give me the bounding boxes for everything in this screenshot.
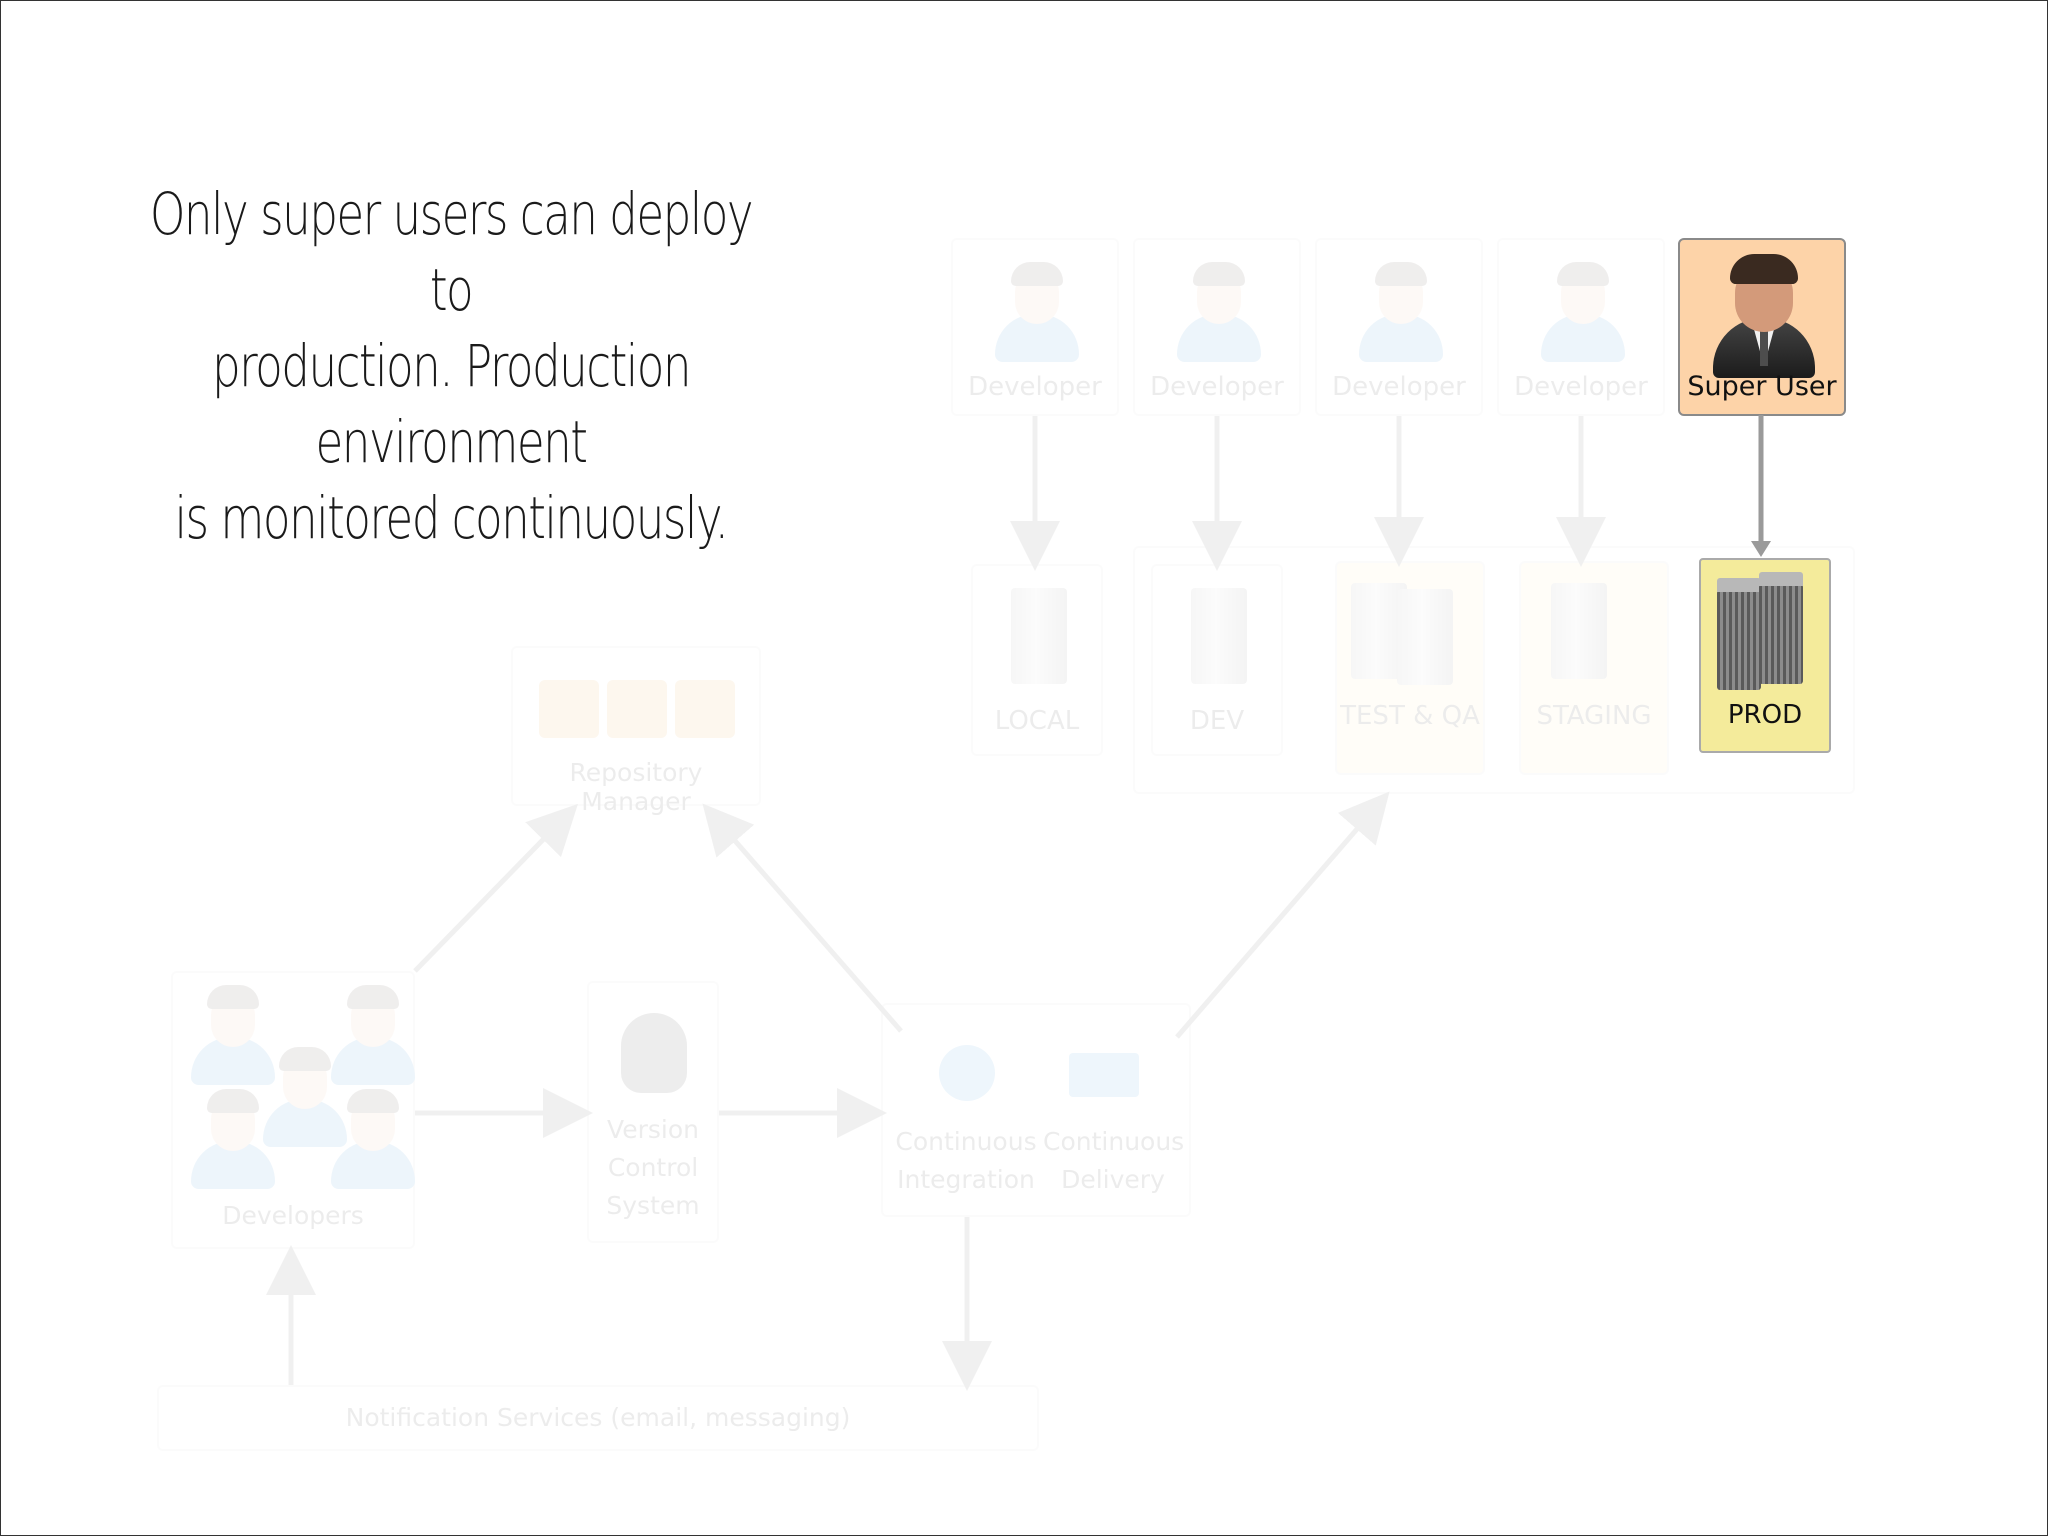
developer-box-1: Developer bbox=[951, 238, 1119, 416]
env-label: STAGING bbox=[1536, 701, 1652, 731]
delivery-truck-icon bbox=[1069, 1053, 1139, 1097]
ci-label-line: Integration bbox=[897, 1165, 1035, 1194]
developer-icon bbox=[183, 985, 283, 1085]
server-icon bbox=[1717, 578, 1761, 690]
developer-icon bbox=[323, 1089, 423, 1189]
developer-label: Developer bbox=[1150, 372, 1284, 402]
server-icon bbox=[1011, 588, 1067, 684]
developer-icon bbox=[1169, 262, 1269, 362]
super-user-icon bbox=[1680, 240, 1844, 380]
server-icon bbox=[1191, 588, 1247, 684]
super-user-box: Super User bbox=[1678, 238, 1846, 416]
developer-box-2: Developer bbox=[1133, 238, 1301, 416]
developer-icon bbox=[183, 1089, 283, 1189]
super-user-label: Super User bbox=[1687, 371, 1837, 402]
prod-label: PROD bbox=[1727, 700, 1803, 730]
developer-label: Developer bbox=[968, 372, 1102, 402]
server-icon bbox=[1759, 572, 1803, 684]
repository-manager-label: Repository Manager bbox=[569, 758, 703, 816]
github-octocat-icon bbox=[621, 1013, 687, 1093]
headline-line-3: is monitored continuously. bbox=[174, 484, 730, 552]
cd-label-line: Delivery bbox=[1061, 1165, 1165, 1194]
developers-box: Developers bbox=[171, 971, 415, 1249]
server-icon bbox=[1551, 583, 1607, 679]
vcs-label-line: Control bbox=[607, 1153, 699, 1182]
env-local: LOCAL bbox=[971, 564, 1103, 756]
repository-icon bbox=[607, 680, 667, 738]
env-prod: PROD bbox=[1699, 558, 1831, 753]
arrow-cd-environments bbox=[1175, 791, 1390, 1039]
repository-manager-box: Repository Manager bbox=[511, 646, 761, 816]
super-user-to-prod-arrow bbox=[1751, 415, 1771, 557]
arrow-developers-repo bbox=[413, 803, 578, 973]
ci-label: Continuous Integration bbox=[891, 1123, 1041, 1199]
headline-line-1: Only super users can deploy to bbox=[149, 180, 754, 324]
developer-box-3: Developer bbox=[1315, 238, 1483, 416]
repository-icon bbox=[675, 680, 735, 738]
notification-label: Notification Services (email, messaging) bbox=[345, 1403, 851, 1432]
developers-label: Developers bbox=[222, 1201, 364, 1230]
env-staging: STAGING bbox=[1519, 561, 1669, 775]
arrow-ci-repo bbox=[702, 803, 903, 1033]
developer-box-4: Developer bbox=[1497, 238, 1665, 416]
notification-services-box: Notification Services (email, messaging) bbox=[157, 1385, 1039, 1451]
repository-icon bbox=[539, 680, 599, 738]
vcs-label-line: Version bbox=[607, 1115, 699, 1144]
developer-icon bbox=[1351, 262, 1451, 362]
env-test-qa: TEST & QA bbox=[1335, 561, 1485, 775]
environments-group bbox=[1133, 546, 1855, 794]
ci-label-line: Continuous bbox=[895, 1127, 1037, 1156]
developer-icon bbox=[1533, 262, 1633, 362]
cd-label: Continuous Delivery bbox=[1043, 1123, 1185, 1199]
sync-arrows-icon bbox=[939, 1045, 995, 1101]
env-dev: DEV bbox=[1151, 564, 1283, 756]
developer-icon bbox=[987, 262, 1087, 362]
ci-cd-group: Continuous Integration Continuous Delive… bbox=[881, 1003, 1191, 1217]
version-control-box: Version Control System bbox=[587, 981, 719, 1243]
developer-icon bbox=[255, 1047, 355, 1147]
slide-headline: Only super users can deploy to productio… bbox=[147, 176, 755, 556]
developer-label: Developer bbox=[1514, 372, 1648, 402]
env-label: DEV bbox=[1189, 706, 1245, 736]
server-icon bbox=[1351, 583, 1407, 679]
server-icon bbox=[1397, 589, 1453, 685]
env-label: TEST & QA bbox=[1340, 701, 1480, 731]
vcs-label-line: System bbox=[606, 1191, 700, 1220]
env-label: LOCAL bbox=[994, 706, 1080, 736]
cd-label-line: Continuous bbox=[1043, 1127, 1185, 1156]
developer-icon bbox=[323, 985, 423, 1085]
developer-label: Developer bbox=[1332, 372, 1466, 402]
headline-line-2: production. Production environment bbox=[211, 332, 692, 476]
